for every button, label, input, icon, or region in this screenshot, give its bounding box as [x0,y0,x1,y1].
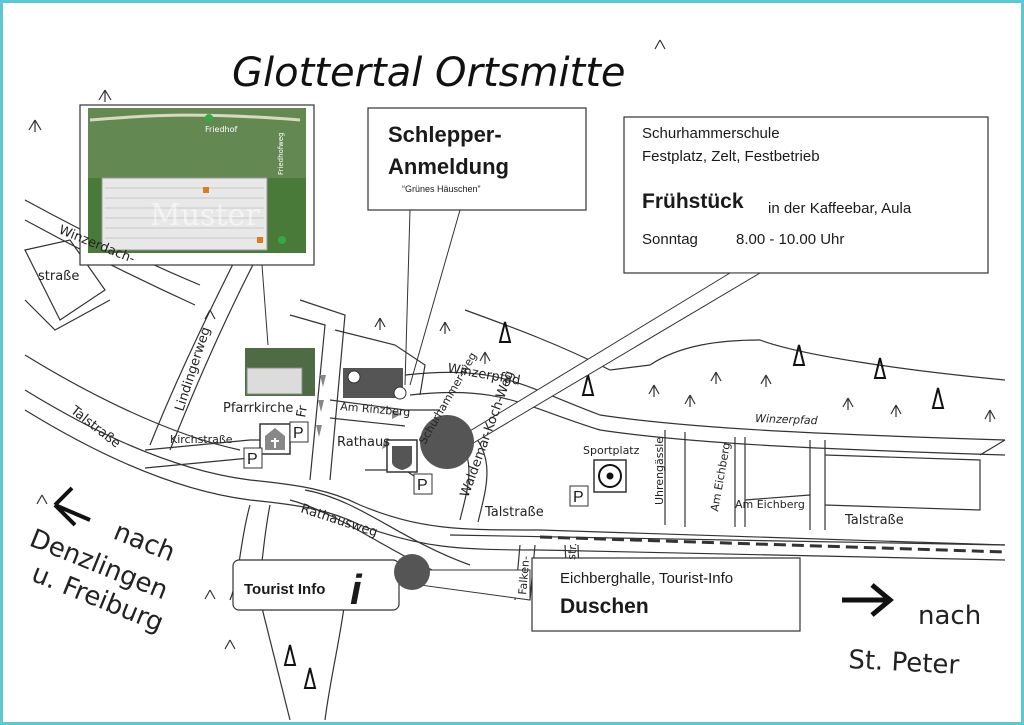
map-title: Glottertal Ortsmitte [232,50,626,96]
inset-map-box: Muster Friedhof Friedhofweg [79,104,315,346]
schule-line-1: Schurhammerschule [642,125,780,142]
street-strasse: straße [38,269,79,284]
arrow-right-icon [842,583,894,617]
street-uhrengaessle: Uhrengässle [653,437,666,505]
football-icon [593,459,627,493]
parking-label: P [247,451,258,468]
schlepper-subtitle: “Grünes Häuschen” [402,184,481,194]
street-talstrasse-right: Talstraße [844,513,904,528]
road-network [24,199,1006,721]
street-am-eichberg: Am Eichberg [735,498,805,511]
inset-watermark: Muster [150,198,260,233]
duschen-line-1: Eichberghalle, Tourist-Info [560,570,733,587]
tourist-info-box: Tourist Info i [232,559,400,613]
direction-left: nach Denzlingen u. Freiburg [25,486,179,639]
fruehstueck-label: Frühstück [642,190,744,213]
label-sportplatz: Sportplatz [583,444,640,457]
schlepper-callout: Schlepper- Anmeldung “Grünes Häuschen” [367,107,587,386]
parking-label: P [573,489,584,506]
duschen-line-2: Duschen [560,595,649,618]
street-kirchstrasse: Kirchstraße [170,433,233,446]
parking-signs: P P P P [243,421,589,507]
tree-symbols [28,39,996,650]
direction-right-stpeter: St. Peter [848,645,961,681]
inset-label-friedhofweg: Friedhofweg [277,132,285,175]
tourist-info-label: Tourist Info [244,581,325,598]
schlepper-title-1: Schlepper- [388,122,502,147]
parking-label: P [417,477,428,494]
street-fr: Fr [294,404,311,419]
street-winzerpfad-2: Winzerpfad [755,412,819,427]
street-talstrasse-mid: Talstraße [484,505,544,520]
church-icon [259,423,291,455]
parking-label: P [293,425,304,442]
info-i-icon: i [350,566,363,613]
inset-label-friedhof: Friedhof [205,125,237,134]
street-lindingerweg: Lindingerweg [173,325,214,413]
railway [539,535,1006,554]
schule-marker [420,415,474,469]
street-am-eichberg-vertical: Am Eichberg [708,441,733,512]
direction-right: nach St. Peter [842,583,981,681]
conifer-symbols [283,321,945,689]
fruehstueck-time: 8.00 - 10.00 Uhr [736,231,844,248]
street-falken: Falken- [516,555,532,595]
street-talstrasse-left: Talstraße [67,403,123,452]
church-building [245,348,315,396]
eichberghalle-marker [394,554,430,590]
label-pfarrkirche: Pfarrkirche [223,401,293,416]
rathaus-icon [386,439,418,473]
street-str: str. [565,542,579,560]
direction-right-nach: nach [918,601,981,631]
fruehstueck-location: in der Kaffeebar, Aula [768,200,912,217]
label-rathaus: Rathaus [337,435,390,450]
street-am-rinzberg: Am Rinzberg [340,400,411,419]
schlepper-title-2: Anmeldung [388,154,509,179]
schule-line-2: Festplatz, Zelt, Festbetrieb [642,148,820,165]
sonntag-label: Sonntag [642,231,698,248]
duschen-callout: Eichberghalle, Tourist-Info Duschen [419,557,801,632]
schule-callout: Schurhammerschule Festplatz, Zelt, Festb… [453,116,989,446]
location-markers [343,368,474,590]
